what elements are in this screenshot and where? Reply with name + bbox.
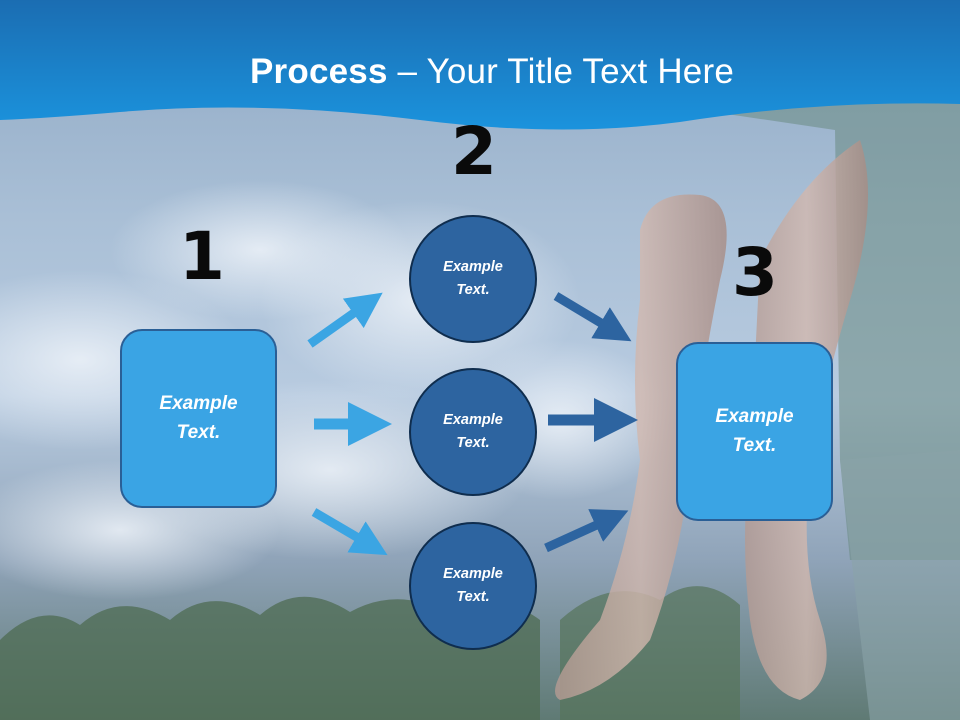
arrow-left-to-top [307, 292, 383, 348]
step-2-circle-bottom: Example Text. [409, 522, 537, 650]
title-rest: – Your Title Text Here [387, 52, 734, 91]
step-number-3: 3 [732, 234, 778, 311]
arrow-left-to-bottom [311, 508, 388, 556]
step-1-box: Example Text. [120, 329, 277, 508]
arrow-top-to-right [553, 292, 632, 342]
step-number-2: 2 [451, 113, 497, 190]
slide-title: Process – Your Title Text Here [0, 52, 960, 92]
arrow-bottom-to-right [544, 509, 629, 553]
step-3-box: Example Text. [676, 342, 833, 521]
step-2-circle-middle: Example Text. [409, 368, 537, 496]
header-band [0, 0, 960, 130]
title-bold: Process [250, 52, 388, 91]
step-2-circle-top: Example Text. [409, 215, 537, 343]
step-number-1: 1 [179, 218, 225, 295]
